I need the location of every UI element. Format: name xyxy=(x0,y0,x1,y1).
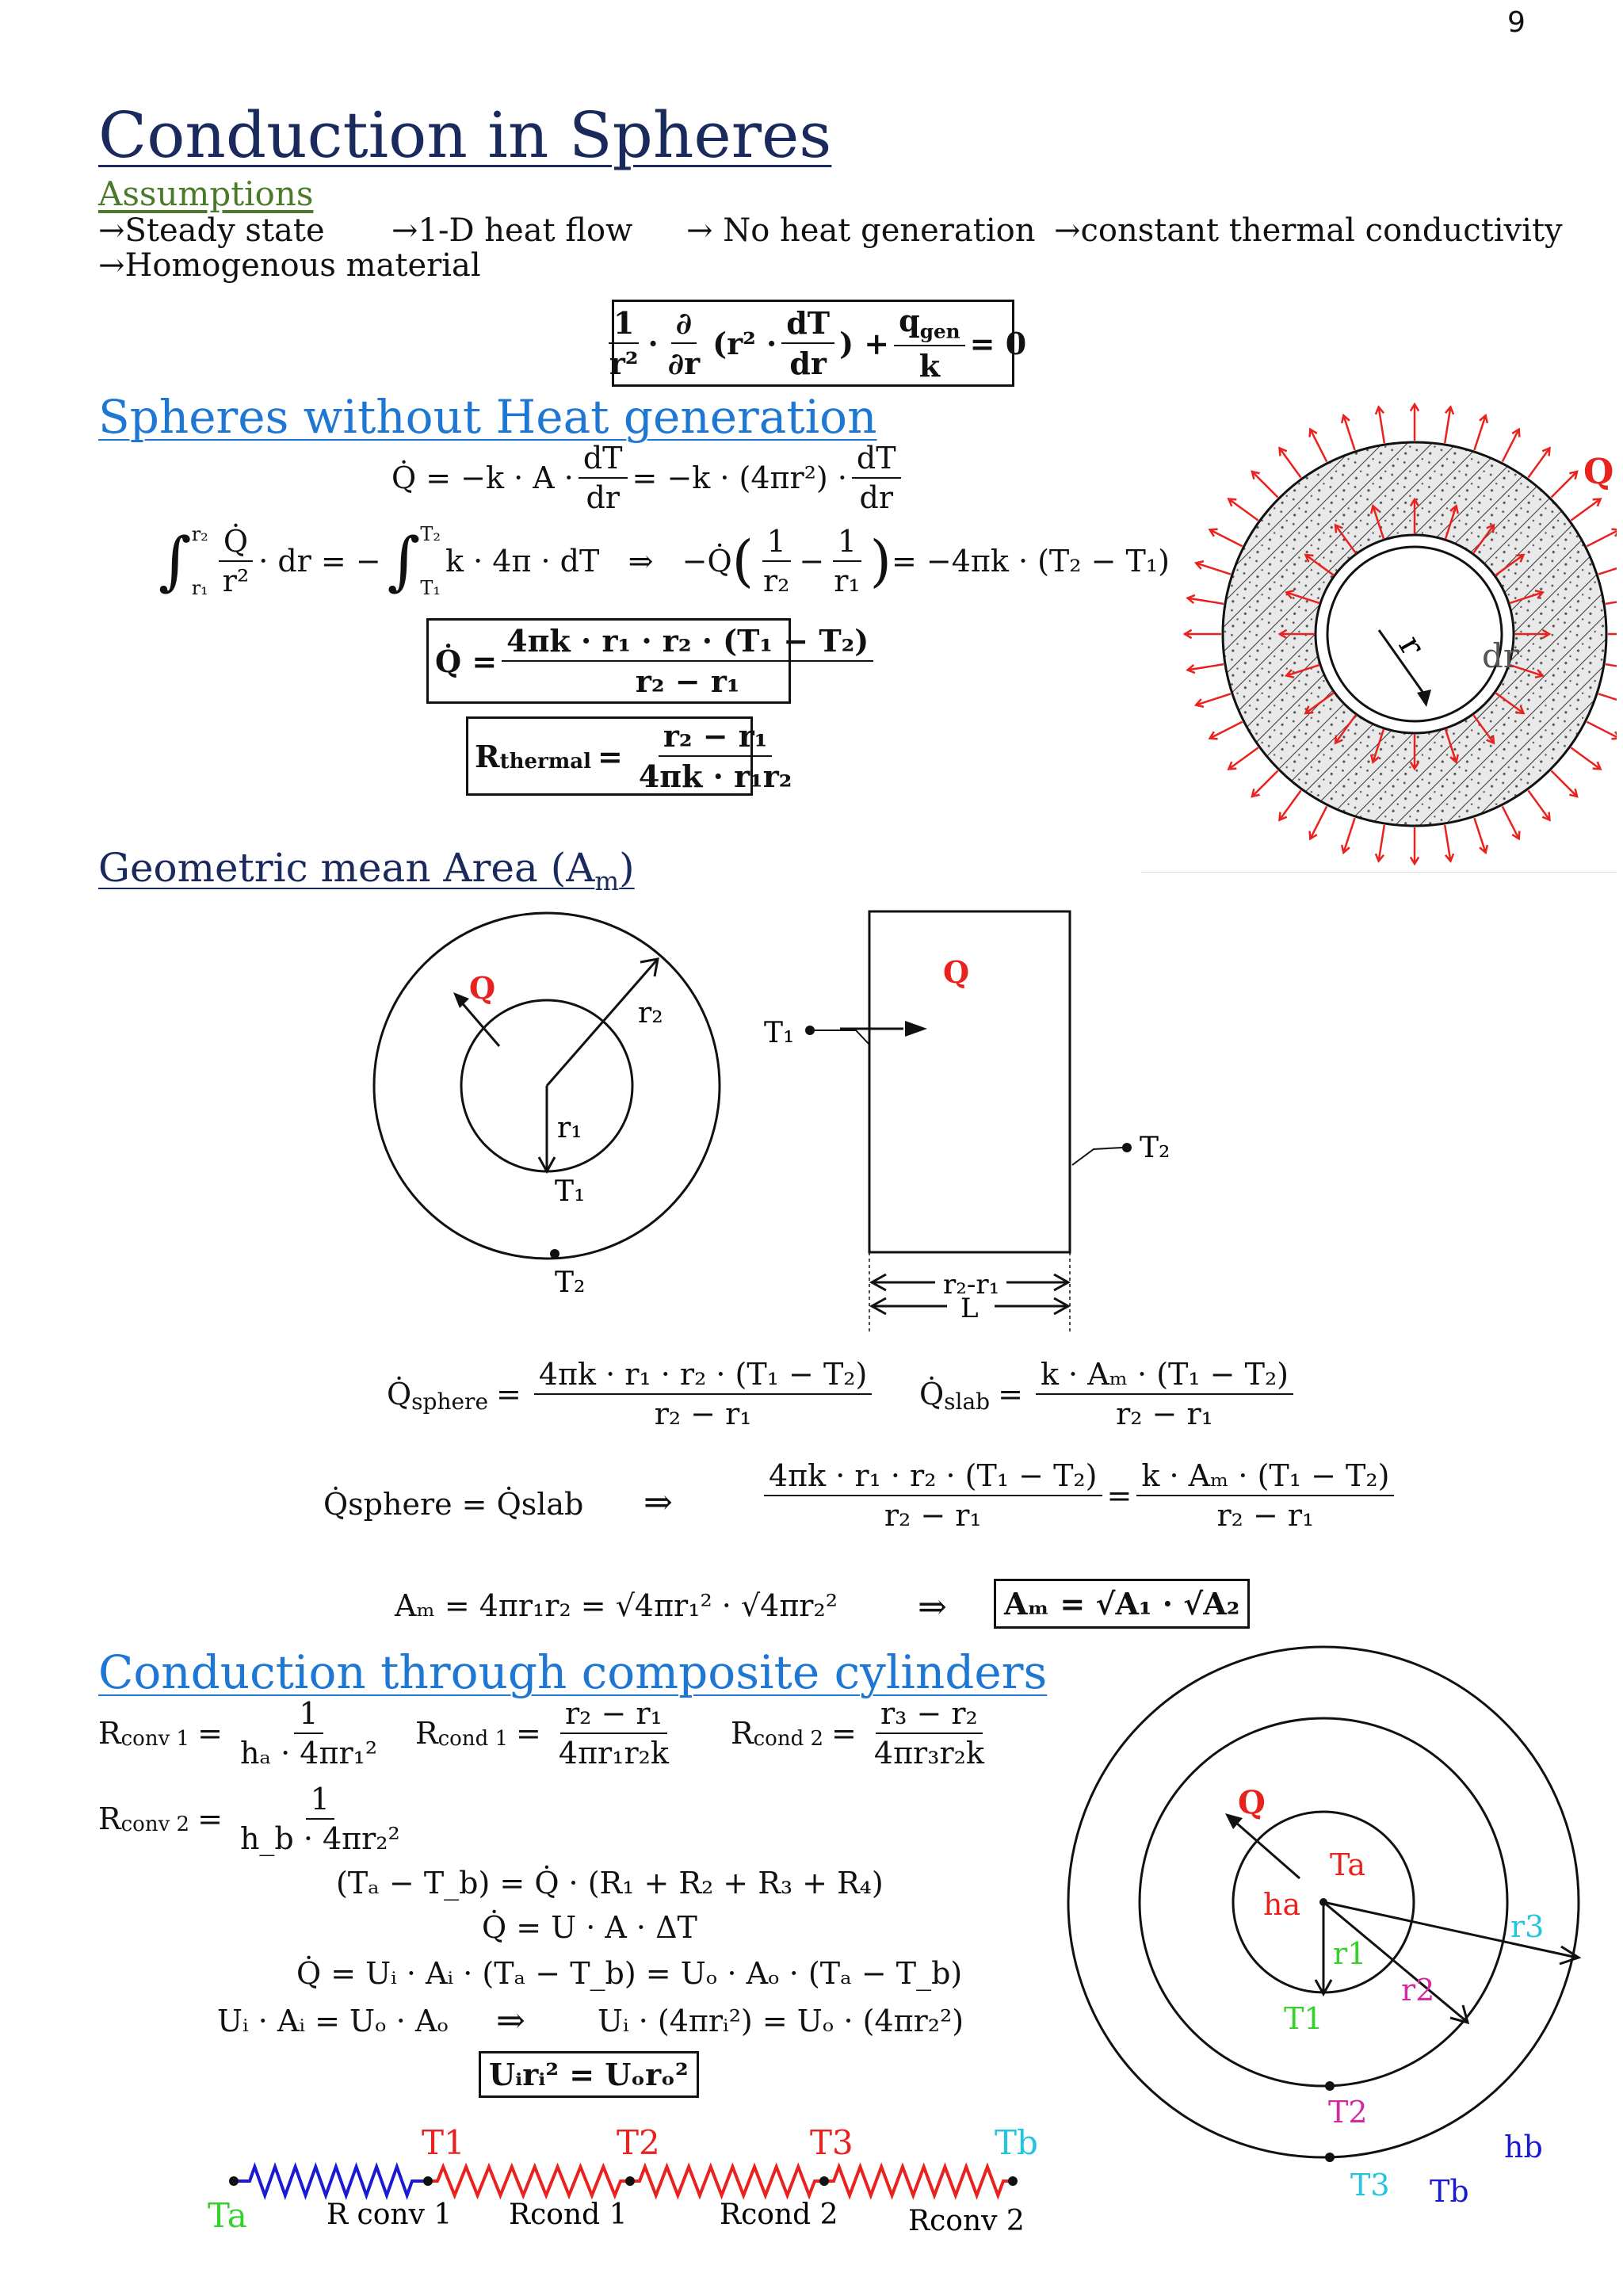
t1-label: T₁ xyxy=(764,1017,794,1049)
r1-label: r1 xyxy=(1333,1936,1366,1971)
r-conv1-label: R conv 1 xyxy=(327,2199,452,2231)
eq-q-sphere: Q̇sphere = 4πk · r₁ · r₂ · (T₁ − T₂)r₂ −… xyxy=(387,1357,876,1431)
assumption-no-gen: → No heat generation xyxy=(686,212,1036,249)
inner-cavity xyxy=(1326,545,1503,723)
inner-heat-flux-arrows xyxy=(1277,497,1552,771)
r-cond2-label: Rcond 2 xyxy=(720,2199,838,2231)
boxed-q-sphere: Q̇ = 4πk · r₁ · r₂ · (T₁ − T₂)r₂ − r₁ xyxy=(426,618,874,704)
q-label: Q xyxy=(943,954,969,990)
tb-label: Tb xyxy=(995,2123,1038,2162)
eq-line1: (Tₐ − T_b) = Q̇ · (R₁ + R₂ + R₃ + R₄) xyxy=(336,1866,884,1901)
t2-label: T₂ xyxy=(1140,1132,1170,1164)
eq-line3: Q̇ = Uᵢ · Aᵢ · (Tₐ − T_b) = Uₒ · Aₒ · (T… xyxy=(296,1956,963,1991)
r1-label: r₁ xyxy=(557,1112,582,1144)
L-label: L xyxy=(960,1293,979,1324)
assumption-1d: →1-D heat flow xyxy=(391,212,633,249)
eq-sphere-equals-slab: Q̇sphere = Q̇slab xyxy=(323,1487,584,1522)
gov-frac-2: ∂∂r xyxy=(667,305,701,381)
section-geometric-mean: Geometric mean Area (Am) xyxy=(98,845,635,896)
r2r1-label: r₂-r₁ xyxy=(943,1269,999,1301)
page-title: Conduction in Spheres xyxy=(98,98,832,172)
hb-label: hb xyxy=(1504,2130,1543,2164)
radius-arrow xyxy=(1377,629,1428,698)
divider xyxy=(1141,872,1617,873)
boxed-u: Uᵢrᵢ² = Uₒrₒ² xyxy=(479,2051,699,2098)
q-label: Q xyxy=(1238,1784,1266,1821)
ha-label: ha xyxy=(1263,1887,1300,1922)
ta-label: Ta xyxy=(1330,1847,1365,1882)
resistor-conv2 xyxy=(824,2162,1013,2200)
assumptions-heading: Assumptions xyxy=(98,174,314,213)
section-spheres-no-gen: Spheres without Heat generation xyxy=(98,390,877,444)
r2-label: r2 xyxy=(1401,1973,1434,2008)
resistance-circuit: Ta T1 T2 T3 Tb R conv 1 Rcond 1 Rcond 2 … xyxy=(208,2123,1038,2235)
assumption-steady: →Steady state xyxy=(98,212,325,249)
eq-line2: Q̇ = U · A · ΔT xyxy=(482,1910,697,1945)
tb-label: Tb xyxy=(1430,2174,1469,2209)
ta-label: Ta xyxy=(208,2196,247,2235)
q-label: Q xyxy=(469,970,495,1006)
eq-equate: 4πk · r₁ · r₂ · (T₁ − T₂)r₂ − r₁ = k · A… xyxy=(759,1458,1399,1533)
t2-label: T₂ xyxy=(555,1266,585,1299)
slab-figure: Q T₁ T₂ r₂-r₁ L xyxy=(764,910,1170,1331)
eq-q-slab: Q̇slab = k · Aₘ · (T₁ − T₂)r₂ − r₁ xyxy=(919,1357,1298,1431)
composite-cylinder-figure: Q Ta ha r1 r2 r3 T1 T2 T3 Tb hb xyxy=(1067,1645,1582,2209)
assumption-const-k: →constant thermal conductivity xyxy=(1054,212,1563,249)
r2-label: r₂ xyxy=(638,997,663,1030)
sphere-shell-figure: r dr Q xyxy=(1182,402,1617,866)
resistor-conv1 xyxy=(234,2162,428,2200)
resistor-cond2 xyxy=(630,2162,824,2200)
t2-label: T2 xyxy=(617,2123,660,2162)
t1-label: T1 xyxy=(1284,2001,1323,2036)
t1-label: T1 xyxy=(422,2123,465,2162)
r-conv2-label: Rconv 2 xyxy=(908,2205,1025,2235)
r-cond1-label: Rcond 1 xyxy=(509,2199,628,2231)
t3-label: T3 xyxy=(1350,2168,1390,2202)
r3-label: r3 xyxy=(1510,1909,1544,1944)
t3-label: T3 xyxy=(810,2123,854,2162)
implies-2: ⇒ xyxy=(918,1587,947,1627)
boxed-am: Aₘ = √A₁ · √A₂ xyxy=(994,1579,1251,1629)
concentric-sphere-figure: Q r₂ r₁ T₁ T₂ xyxy=(372,911,721,1299)
outer-heat-flux-arrows xyxy=(1182,402,1617,866)
t1-label: T₁ xyxy=(555,1175,585,1208)
eq-line4-right: Uᵢ · (4πrᵢ²) = Uₒ · (4πr₂²) xyxy=(598,2004,964,2038)
page-number: 9 xyxy=(1507,6,1526,39)
implies-3: ⇒ xyxy=(496,2000,525,2041)
q-label: Q xyxy=(1583,452,1613,492)
assumption-homogenous: →Homogenous material xyxy=(98,247,481,284)
section-composite: Conduction through composite cylinders xyxy=(98,1645,1048,1699)
dr-label: dr xyxy=(1482,636,1520,675)
eq-am: Aₘ = 4πr₁r₂ = √4πr₁² · √4πr₂² xyxy=(395,1588,838,1623)
implies-1: ⇒ xyxy=(643,1482,673,1522)
resistor-cond1 xyxy=(428,2162,630,2200)
eq-line4-left: Uᵢ · Aᵢ = Uₒ · Aₒ xyxy=(217,2004,449,2038)
t2-label: T2 xyxy=(1328,2095,1368,2130)
